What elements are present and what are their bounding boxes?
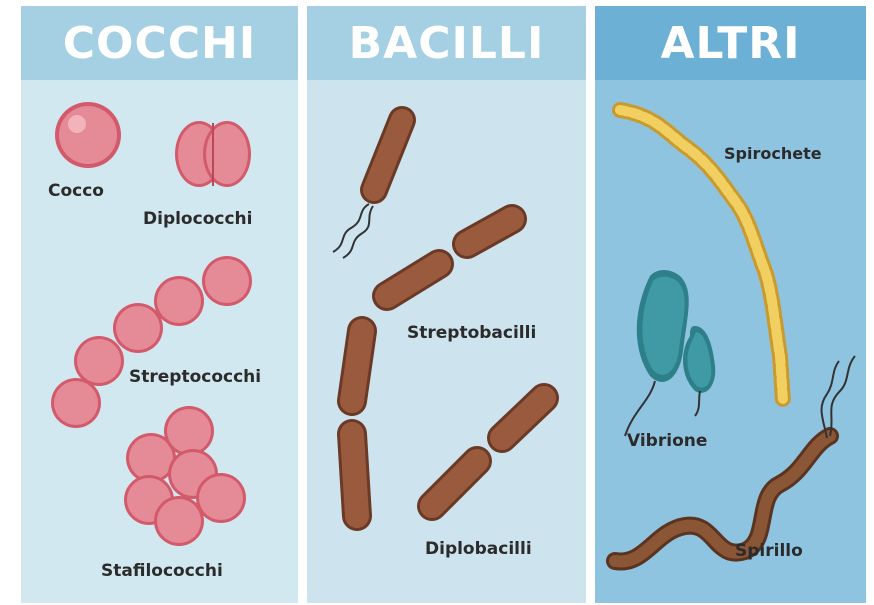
diplococchi-cells bbox=[175, 121, 251, 187]
label-streptobacilli: Streptobacilli bbox=[407, 323, 536, 343]
label-diplobacilli: Diplobacilli bbox=[425, 539, 532, 559]
column-altri: ALTRI Spirochete Vibrione Spirillo bbox=[595, 6, 866, 603]
bacilli-illustrations: Streptobacilli Diplobacilli bbox=[307, 6, 586, 603]
streptococchi-chain bbox=[51, 256, 252, 428]
cocco-cell bbox=[55, 102, 121, 168]
cocchi-illustrations: Cocco Diplococchi Streptococchi bbox=[21, 6, 298, 603]
stafilococchi-cluster bbox=[124, 406, 246, 546]
label-diplococchi: Diplococchi bbox=[143, 209, 252, 229]
label-cocco: Cocco bbox=[48, 181, 104, 201]
label-stafilococchi: Stafilococchi bbox=[101, 561, 223, 581]
diplobacilli-pair bbox=[432, 398, 544, 506]
bacillus-with-flagellum bbox=[333, 120, 402, 258]
streptobacilli-chain bbox=[352, 219, 512, 516]
label-spirochete: Spirochete bbox=[724, 144, 822, 163]
column-cocchi: COCCHI Cocco Diplococchi Streptococchi bbox=[21, 6, 298, 603]
altri-illustrations: Spirochete Vibrione Spirillo bbox=[595, 6, 866, 603]
label-spirillo: Spirillo bbox=[735, 541, 803, 561]
label-vibrione: Vibrione bbox=[627, 431, 707, 451]
label-streptococchi: Streptococchi bbox=[129, 367, 261, 387]
column-bacilli: BACILLI Streptobacilli Diplobaci bbox=[307, 6, 586, 603]
spirillo-cell bbox=[615, 356, 855, 561]
vibrione-cells bbox=[625, 270, 715, 436]
